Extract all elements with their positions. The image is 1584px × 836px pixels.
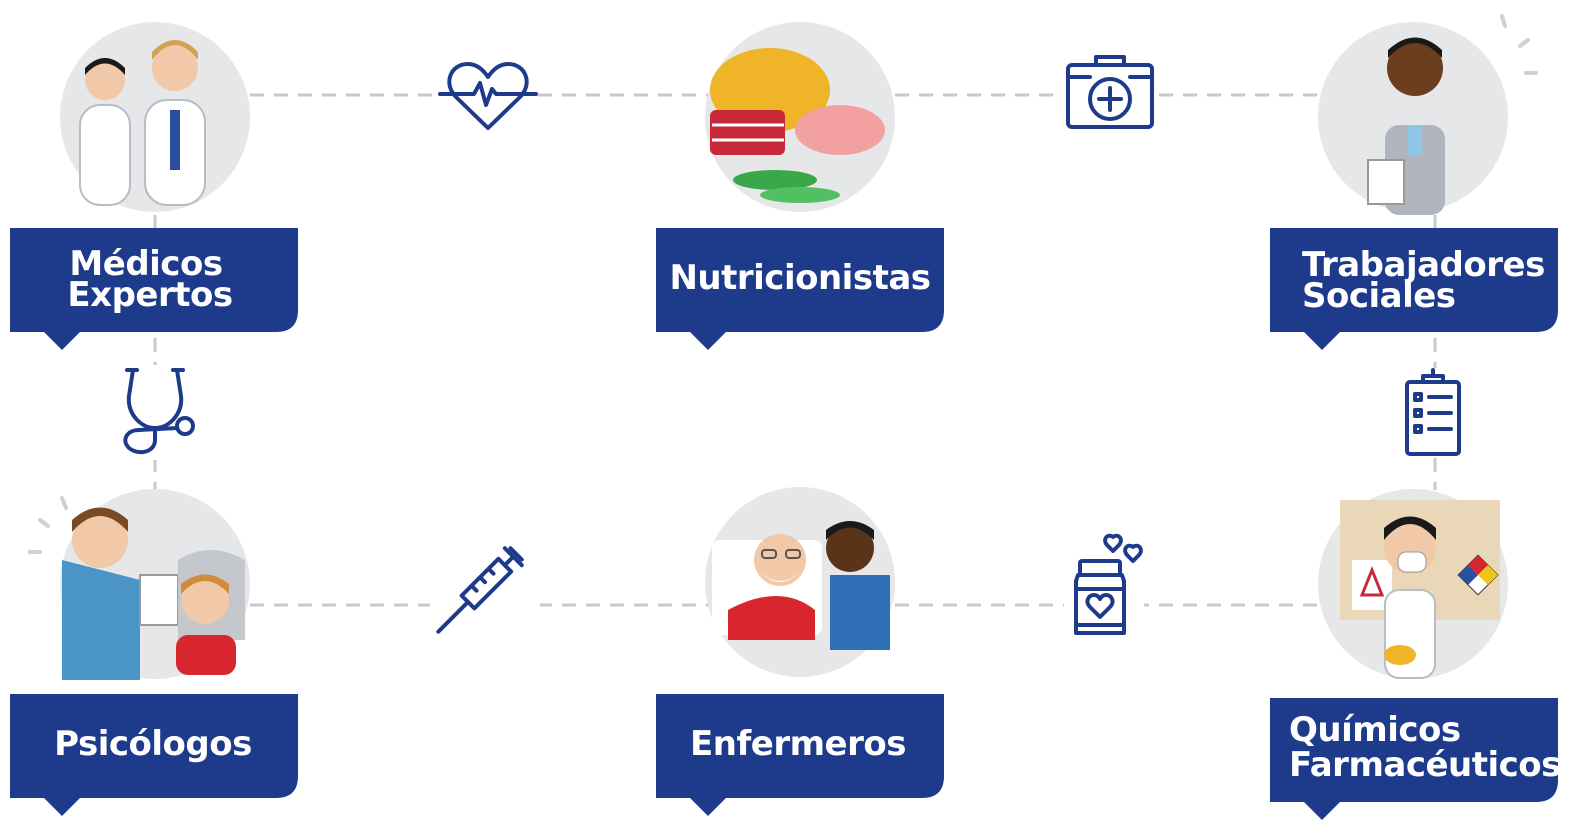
label-quimicos-farmaceuticos: Químicos Farmacéuticos [1270, 698, 1561, 820]
psychologist-illustration [60, 489, 250, 680]
label-trabajadores-line2: Sociales [1302, 276, 1456, 316]
heartbeat-icon [438, 62, 538, 130]
chemist-illustration [1318, 489, 1508, 679]
doctors-illustration [60, 22, 250, 212]
medicine-bottle-hearts-icon [1064, 529, 1144, 641]
label-quimicos-line1: Químicos [1289, 710, 1461, 750]
label-psicologos: Psicólogos [10, 694, 298, 816]
sparkle-decoration [28, 14, 1538, 554]
label-medicos-line1: Médicos [69, 244, 222, 284]
label-nutricionistas: Nutricionistas [656, 228, 944, 350]
social-worker-illustration [1318, 22, 1508, 215]
nutrition-illustration [705, 22, 895, 212]
clipboard-checklist-icon [1403, 368, 1463, 458]
label-trabajadores-sociales: Trabajadores Sociales [1270, 228, 1558, 350]
label-enfermeros: Enfermeros [656, 694, 944, 816]
label-trabajadores-line1: Trabajadores [1302, 245, 1545, 285]
label-psicologos-line1: Psicólogos [54, 724, 252, 764]
label-nutricionistas-line1: Nutricionistas [669, 258, 930, 298]
label-medicos-line2: Expertos [67, 275, 232, 315]
first-aid-kit-icon [1062, 55, 1158, 135]
syringe-icon [430, 535, 540, 635]
label-quimicos-line2: Farmacéuticos [1289, 745, 1561, 785]
label-enfermeros-line1: Enfermeros [690, 724, 906, 764]
nurse-illustration [705, 487, 895, 677]
label-medicos-expertos: Médicos Expertos [10, 228, 298, 350]
stethoscope-icon [115, 365, 205, 460]
